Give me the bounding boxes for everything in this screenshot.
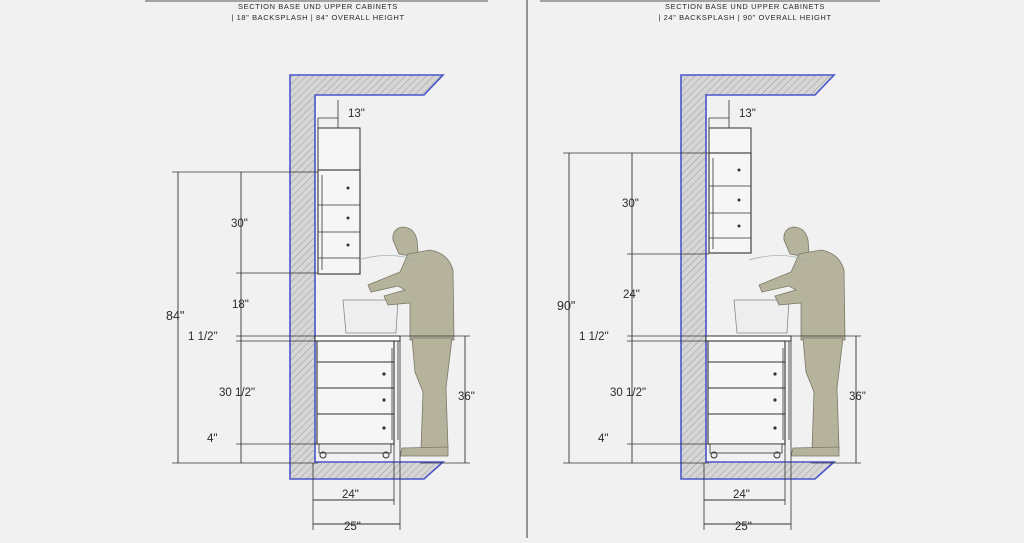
right-title-line2: | 24" BACKSPLASH | 90" OVERALL HEIGHT <box>658 13 831 22</box>
left-countertop <box>314 335 401 342</box>
right-upper-cabinet-top <box>708 127 752 154</box>
left-person-figure <box>357 226 455 457</box>
left-base-cabinet <box>316 340 395 445</box>
left-upper-cabinet-top <box>317 127 361 171</box>
right-section-drawing: SECTION BASE UND UPPER CABINETS | 24" BA… <box>557 2 866 533</box>
right-label-upper-depth: 13" <box>739 108 756 120</box>
left-label-toe-kick: 4" <box>207 433 217 445</box>
left-label-backsplash: 18" <box>232 299 249 311</box>
left-upper-cabinet <box>317 169 361 275</box>
right-label-base-height: 30 1/2" <box>610 387 646 399</box>
right-person-figure <box>748 226 846 457</box>
left-section-drawing: SECTION BASE UND UPPER CABINETS | 18" BA… <box>166 2 475 533</box>
right-wall-outline <box>680 74 837 480</box>
right-label-upper-height: 30" <box>622 198 639 210</box>
left-label-countertop: 1 1/2" <box>188 331 218 343</box>
right-sink <box>733 299 790 334</box>
left-label-overall-height: 84" <box>166 309 184 323</box>
right-title-line1: SECTION BASE UND UPPER CABINETS <box>665 2 825 11</box>
right-label-base-depth: 24" <box>733 489 750 501</box>
left-label-upper-height: 30" <box>231 218 248 230</box>
left-title-line1: SECTION BASE UND UPPER CABINETS <box>238 2 398 11</box>
left-toe-kick <box>318 443 392 454</box>
left-label-base-depth: 24" <box>342 489 359 501</box>
left-wall-outline <box>289 74 446 480</box>
left-title-line2: | 18" BACKSPLASH | 84" OVERALL HEIGHT <box>231 13 404 22</box>
left-label-counter-height: 36" <box>458 391 475 403</box>
right-wall-section <box>681 75 834 479</box>
right-toe-kick <box>709 443 783 454</box>
left-label-base-height: 30 1/2" <box>219 387 255 399</box>
right-label-counter-depth: 25" <box>735 521 752 533</box>
right-upper-cabinet <box>708 152 752 254</box>
right-label-toe-kick: 4" <box>598 433 608 445</box>
left-label-counter-depth: 25" <box>344 521 361 533</box>
left-label-upper-depth: 13" <box>348 108 365 120</box>
left-wall-section <box>290 75 443 479</box>
right-base-cabinet <box>707 340 786 445</box>
right-label-countertop: 1 1/2" <box>579 331 609 343</box>
left-sink <box>342 299 399 334</box>
right-countertop <box>705 335 792 342</box>
right-label-backsplash: 24" <box>623 289 640 301</box>
right-label-counter-height: 36" <box>849 391 866 403</box>
right-label-overall-height: 90" <box>557 299 575 313</box>
